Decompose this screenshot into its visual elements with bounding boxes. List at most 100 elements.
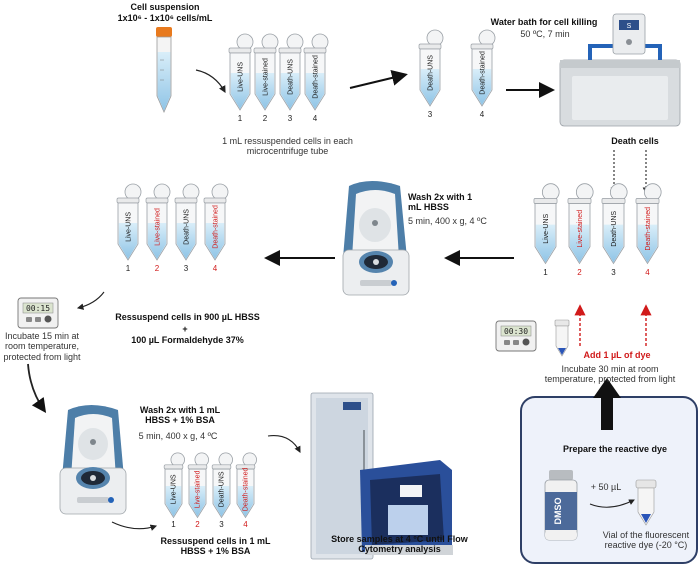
tube-number: 4 bbox=[480, 110, 485, 119]
tube-number: 3 bbox=[428, 110, 433, 119]
wash2-detail: 5 min, 400 x g, 4 ºC bbox=[138, 431, 218, 441]
tube-label: Death-stained bbox=[480, 51, 487, 95]
timer-30-display: 00:30 bbox=[504, 327, 528, 336]
tube-number: 3 bbox=[611, 268, 616, 277]
dmso-label: DMSO bbox=[553, 498, 563, 525]
microtube bbox=[635, 183, 662, 265]
tube-label: Death-UNS bbox=[611, 211, 618, 247]
tube-label: Death-stained bbox=[313, 55, 320, 99]
microtube bbox=[253, 33, 279, 111]
tube-label: Live-UNS bbox=[238, 62, 245, 92]
tube-label: Death-UNS bbox=[184, 209, 191, 245]
tube-label: Live-stained bbox=[195, 470, 202, 508]
staining-incubate: Incubate 30 min at room temperature, pro… bbox=[544, 364, 676, 385]
microtube bbox=[187, 452, 209, 519]
microtube bbox=[211, 452, 233, 519]
tube-group-fix: Live-UNS 1 Live-stained 2 Death-UNS 3 Death-st… bbox=[116, 183, 229, 273]
microtube bbox=[203, 183, 229, 261]
tube-label: Live-UNS bbox=[171, 474, 178, 504]
store-caption: Store samples at 4 °C until Flow Cytomet… bbox=[331, 534, 468, 555]
timer-15-icon: 00:15 bbox=[17, 297, 59, 329]
tube-number: 2 bbox=[195, 520, 200, 529]
dye-vial-icon bbox=[635, 479, 657, 526]
microtube bbox=[116, 183, 142, 261]
tube-number: 4 bbox=[313, 114, 318, 123]
dye-volume: + 50 µL bbox=[590, 482, 622, 492]
tube-number: 1 bbox=[126, 264, 131, 273]
tube-label: Live-UNS bbox=[126, 212, 133, 242]
tube-label: Death-UNS bbox=[288, 59, 295, 95]
arrow-wash2-to-final bbox=[111, 521, 158, 531]
microtube bbox=[235, 452, 257, 519]
add-dye-label: Add 1 µL of dye bbox=[583, 350, 651, 360]
tube-number: 1 bbox=[171, 520, 176, 529]
arrow-final-to-storage bbox=[267, 435, 301, 453]
step1-caption: 1 mL ressuspended cells in each microcen… bbox=[222, 136, 353, 157]
tube-group-staining: Live-UNS1Live-stained2Death-UNS3Death-st… bbox=[533, 183, 662, 277]
tube-group-final: Live-UNS1Live-stained2Death-UNS3Death-st… bbox=[163, 452, 257, 529]
tube-label: Live-stained bbox=[577, 210, 584, 248]
timer-30-icon: 00:30 bbox=[495, 320, 537, 352]
tube-label: Live-stained bbox=[263, 58, 270, 96]
tube-label: Live-stained bbox=[155, 208, 162, 246]
microtube bbox=[145, 183, 171, 261]
tube-number: 4 bbox=[645, 268, 650, 277]
tube-label: Death-UNS bbox=[219, 471, 226, 507]
tube-number: 2 bbox=[577, 268, 582, 277]
microtube bbox=[278, 33, 304, 111]
wash2-title: Wash 2x with 1 mL HBSS + 1% BSA bbox=[139, 405, 221, 426]
falcon-tube-icon bbox=[156, 27, 172, 113]
final-caption: Ressuspend cells in 1 mL HBSS + 1% BSA bbox=[160, 536, 271, 557]
tube-number: 1 bbox=[238, 114, 243, 123]
waterbath-title: Water bath for cell killing bbox=[490, 17, 598, 27]
tube-number: 2 bbox=[155, 264, 160, 273]
water-bath-icon: S bbox=[559, 13, 681, 127]
tube-number: 3 bbox=[288, 114, 293, 123]
dye-tube-small-icon bbox=[554, 319, 570, 357]
microtube bbox=[567, 183, 594, 265]
tube-label: Death-UNS bbox=[428, 55, 435, 91]
freezer-icon bbox=[310, 392, 374, 560]
dmso-vial-icon: DMSO bbox=[544, 470, 578, 541]
microtube bbox=[303, 33, 329, 111]
dye-vial-caption: Vial of the fluorescent reactive dye (-2… bbox=[602, 530, 690, 551]
microtube bbox=[533, 183, 560, 265]
fix-plus: + bbox=[182, 324, 188, 334]
arrow-fix-to-timer bbox=[76, 291, 105, 310]
waterbath-display: S bbox=[627, 23, 632, 30]
microtube bbox=[601, 183, 628, 265]
tube-group-step2: Death-UNS 3 Death-stained 4 bbox=[418, 29, 496, 119]
arrow-dmso-to-dye-vial bbox=[589, 499, 635, 508]
microtube bbox=[163, 452, 185, 519]
flow-cytometer-icon bbox=[360, 460, 453, 555]
cell-suspension-title: Cell suspension bbox=[130, 2, 200, 12]
timer-15-display: 00:15 bbox=[26, 304, 50, 313]
tube-number: 3 bbox=[184, 264, 189, 273]
up-arrow-icon bbox=[593, 378, 621, 430]
waterbath-detail: 50 ºC, 7 min bbox=[520, 29, 570, 39]
arrow-timer-to-wash2 bbox=[27, 363, 47, 413]
centrifuge-1-icon bbox=[342, 181, 410, 296]
tube-number: 4 bbox=[243, 520, 248, 529]
wash1-detail: 5 min, 400 x g, 4 ºC bbox=[408, 216, 487, 226]
tube-number: 4 bbox=[213, 264, 218, 273]
cell-concentration: 1x10⁶ - 1x10⁶ cells/mL bbox=[117, 13, 213, 23]
tube-label: Death-stained bbox=[213, 205, 220, 249]
fix-line1: Ressuspend cells in 900 µL HBSS bbox=[115, 312, 260, 322]
tube-group-step1: Live-UNS1Live-stained2Death-UNS3Death-st… bbox=[228, 33, 329, 123]
arrow-step1-to-step2 bbox=[349, 70, 408, 89]
fix-line2: 100 µL Formaldehyde 37% bbox=[131, 335, 244, 345]
tube-label: Death-stained bbox=[243, 468, 250, 512]
microtube bbox=[228, 33, 254, 111]
microtube bbox=[174, 183, 200, 261]
microtube bbox=[470, 29, 496, 107]
dye-box-title: Prepare the reactive dye bbox=[562, 444, 668, 454]
tube-number: 1 bbox=[543, 268, 548, 277]
arrow-falcon-to-tubes bbox=[195, 69, 226, 94]
tube-label: Death-stained bbox=[645, 207, 652, 251]
death-cells-label: Death cells bbox=[611, 136, 659, 146]
fix-incubate: Incubate 15 min at room temperature, pro… bbox=[3, 331, 81, 362]
microtube bbox=[418, 29, 444, 107]
centrifuge-2-icon bbox=[59, 405, 127, 515]
